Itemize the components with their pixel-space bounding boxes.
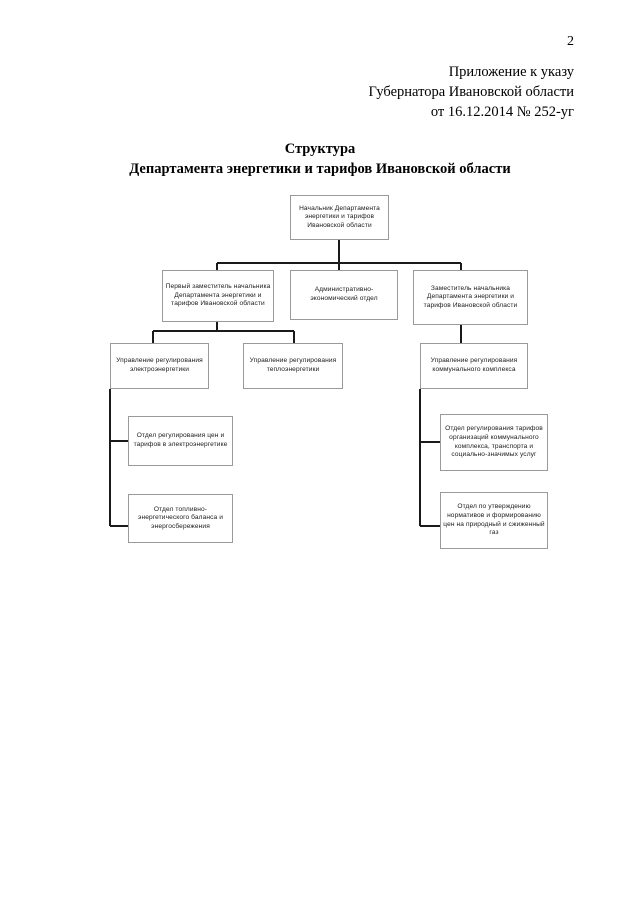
page-number: 2 [567,34,574,49]
org-node-otdel-fuel-balance-label: Отдел топливно-энергетического баланса и… [138,505,223,530]
document-reference: Приложение к указу Губернатора Ивановско… [0,62,574,122]
doc-ref-line-3: от 16.12.2014 № 252-уг [430,104,574,120]
org-node-otdel-utilities-tariffs[interactable]: Отдел регулирования тарифов организаций … [440,414,548,471]
org-node-head[interactable]: Начальник Департамента энергетики и тари… [290,195,389,240]
org-node-dir-electro[interactable]: Управление регулирования электроэнергети… [110,343,209,389]
page-title: Структура Департамента энергетики и тари… [0,139,640,179]
org-node-otdel-price-electro-label: Отдел регулирования цен и тарифов в элек… [133,432,228,448]
org-node-otdel-gas-norms[interactable]: Отдел по утверждению нормативов и формир… [440,492,548,549]
org-node-dir-utilities[interactable]: Управление регулирования коммунального к… [420,343,528,389]
org-node-admin-economic-dept-label: Административно-экономический отдел [310,286,378,302]
doc-ref-line-2: Губернатора Ивановской области [368,84,574,100]
org-node-first-deputy-label: Первый заместитель начальника Департамен… [165,283,271,308]
page-title-line-2: Департамента энергетики и тарифов Иванов… [129,161,511,177]
org-node-otdel-fuel-balance[interactable]: Отдел топливно-энергетического баланса и… [128,494,233,543]
org-node-deputy[interactable]: Заместитель начальника Департамента энер… [413,270,528,325]
org-node-deputy-label: Заместитель начальника Департамента энер… [423,284,518,309]
org-node-head-label: Начальник Департамента энергетики и тари… [299,204,380,229]
org-node-dir-utilities-label: Управление регулирования коммунального к… [430,357,518,373]
org-node-otdel-utilities-tariffs-label: Отдел регулирования тарифов организаций … [445,425,543,459]
org-node-dir-thermal[interactable]: Управление регулирования теплоэнергетики [243,343,343,389]
org-node-first-deputy[interactable]: Первый заместитель начальника Департамен… [162,270,274,322]
org-node-otdel-gas-norms-label: Отдел по утверждению нормативов и формир… [443,503,545,537]
org-node-dir-thermal-label: Управление регулирования теплоэнергетики [249,357,337,373]
org-node-otdel-price-electro[interactable]: Отдел регулирования цен и тарифов в элек… [128,416,233,466]
page-title-line-1: Структура [284,141,356,157]
org-node-dir-electro-label: Управление регулирования электроэнергети… [116,357,203,373]
doc-ref-line-1: Приложение к указу [448,64,574,80]
org-node-admin-economic-dept[interactable]: Административно-экономический отдел [290,270,398,320]
